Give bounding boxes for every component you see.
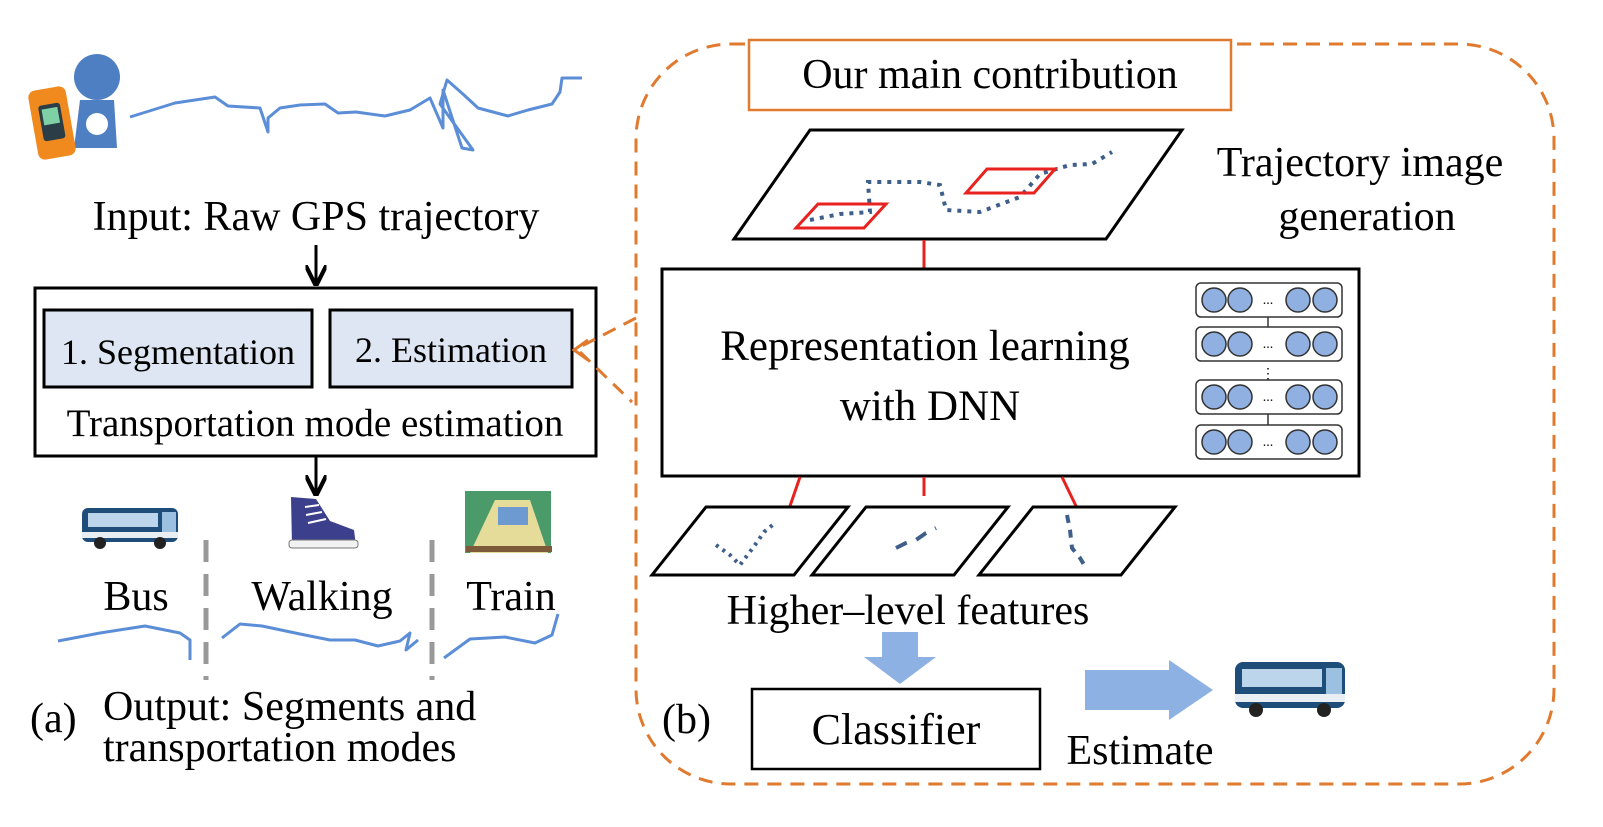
features-to-classifier-arrow: [864, 632, 936, 684]
output-segment-train: [443, 613, 560, 660]
train-icon: [465, 491, 552, 553]
network-layer-1: ...: [1195, 282, 1343, 318]
segmentation-step-label: 1. Segmentation: [61, 332, 295, 372]
contribution-label-box: [747, 38, 1233, 112]
features-label: Higher–level features: [727, 588, 1090, 634]
segmentation-step-box: [42, 308, 314, 389]
output-label-line2: transportation modes: [103, 725, 456, 771]
dnn-label-line1: Representation learning: [720, 323, 1130, 370]
svg-text:⋮: ⋮: [1261, 367, 1275, 382]
mode-label-walking: Walking: [251, 574, 392, 620]
contribution-label: Our main contribution: [802, 52, 1178, 98]
sneaker-icon: [288, 497, 359, 549]
person-gps-icon: [28, 54, 120, 160]
module-label: Transportation mode estimation: [67, 402, 564, 445]
raw-gps-trajectory: [129, 76, 582, 152]
feature-map-1: [648, 505, 852, 577]
dnn-to-feature-3-link: [1060, 476, 1078, 507]
network-layer-2: ...: [1195, 326, 1343, 362]
image-generation-label-line1: Trajectory image: [1217, 140, 1504, 186]
dnn-to-feature-1-link: [788, 476, 802, 507]
classifier-to-estimate-arrow: [1085, 660, 1213, 720]
panel-letter-b: (b): [662, 697, 711, 743]
estimated-bus-icon: [1235, 662, 1345, 717]
output-segment-walking: [221, 622, 419, 652]
output-segment-bus: [57, 624, 192, 660]
svg-text:...: ...: [1263, 293, 1274, 308]
zoom-connector-upper: [577, 316, 637, 350]
image-patch-1: [792, 202, 890, 230]
network-layer-4: ...: [1195, 424, 1343, 460]
estimation-step-box: [328, 308, 574, 389]
zoom-connector-lower: [578, 350, 634, 404]
output-label-line1: Output: Segments and: [103, 684, 476, 730]
image-generation-label-line2: generation: [1278, 194, 1455, 240]
classifier-label: Classifier: [812, 705, 981, 754]
dnn-label-line2: with DNN: [840, 383, 1020, 430]
svg-text:...: ...: [1263, 337, 1274, 352]
image-patch-2: [962, 167, 1059, 195]
contribution-region: [634, 42, 1556, 786]
mode-label-bus: Bus: [103, 574, 168, 620]
panel-letter-a: (a): [30, 696, 77, 742]
feature-map-3: [975, 505, 1179, 577]
network-layer-3: ...: [1195, 379, 1343, 415]
estimation-step-label: 2. Estimation: [355, 330, 547, 370]
svg-text:...: ...: [1263, 435, 1274, 450]
input-label: Input: Raw GPS trajectory: [93, 194, 540, 240]
svg-text:...: ...: [1263, 390, 1274, 405]
feature-map-2: [808, 505, 1012, 577]
estimate-label: Estimate: [1067, 728, 1214, 774]
bus-icon: [82, 508, 178, 549]
classifier-box: [750, 687, 1042, 771]
neural-network-icon: ... ... ⋮ ... ...: [1195, 282, 1343, 460]
trajectory-image-plane: [731, 128, 1185, 241]
zoom-connector-arrowhead: [571, 338, 589, 362]
mode-label-train: Train: [466, 574, 555, 620]
